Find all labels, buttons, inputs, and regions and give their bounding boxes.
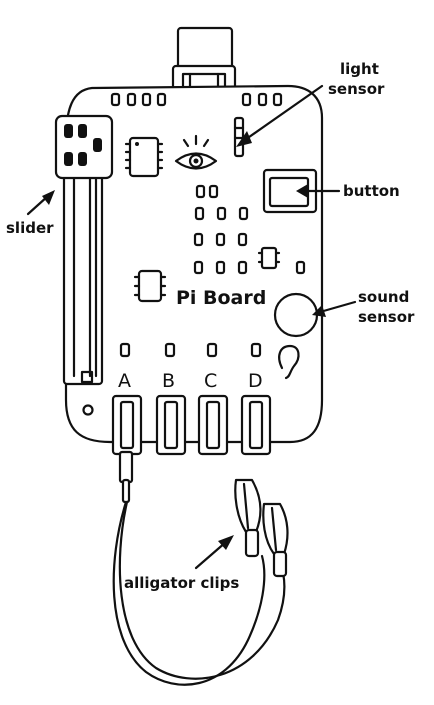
lower-chip [133,269,167,303]
arrow-head [312,305,326,317]
brand-logo-mark: Pi [176,287,196,309]
sound-sensor-label-line2: sensor [358,308,415,326]
light-sensor-label-line1: light [340,60,379,78]
mounting-hole [82,404,94,416]
port-label-a: A [118,370,131,392]
port-sockets [111,394,272,456]
port-labels: A B C D [118,370,263,392]
ear-icon [278,344,300,380]
wires [112,500,286,686]
light-sensor-label-line2: sensor [328,80,385,98]
alligator-clip-2 [262,502,289,578]
sound-sensor [273,292,319,338]
slider [54,114,114,386]
arrow-head [296,184,308,198]
arrow-head [218,535,234,550]
light-sensor [174,134,218,170]
port-label-b: B [162,370,175,392]
top-leds [110,92,283,107]
button-callout: button [296,182,400,200]
led-grid [193,184,306,275]
slider-label: slider [6,219,54,237]
plug-a [118,450,134,504]
port-label-c: C [204,370,217,392]
sound-sensor-label-line1: sound [358,288,409,306]
alligator-clips-label: alligator clips [124,574,239,592]
brand-name: Board [203,287,266,309]
slider-callout: slider [6,190,55,237]
sound-sensor-callout: sound sensor [312,288,415,326]
small-chip [257,246,281,270]
alligator-clip-1 [234,478,262,558]
microcontroller-chip [124,136,164,178]
button-label: button [343,182,400,200]
alligator-clips-callout: alligator clips [124,535,239,592]
arrow-head [42,190,55,205]
arrow-head [236,131,252,147]
port-label-d: D [248,370,263,392]
light-sensor-callout: light sensor [236,60,385,147]
brand-logo: Pi Board [176,287,266,309]
port-leds [119,342,262,358]
